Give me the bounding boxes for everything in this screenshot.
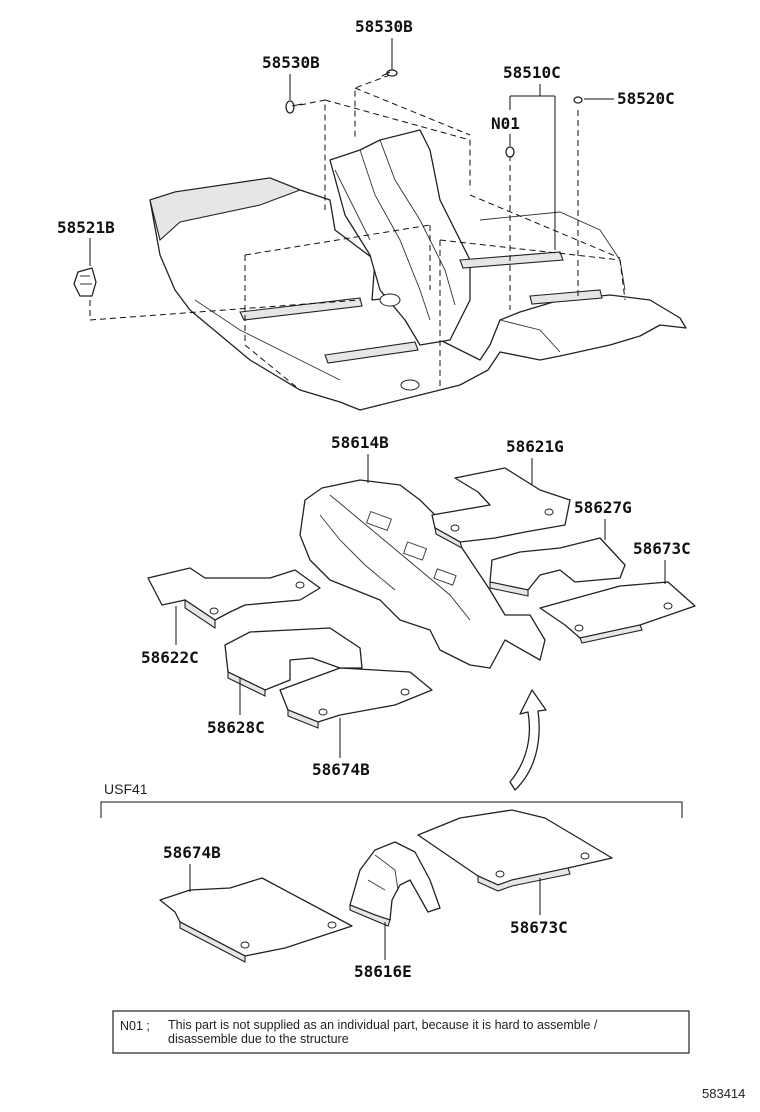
label-58521B: 58521B	[57, 218, 115, 237]
note-code: N01 ;	[120, 1019, 150, 1033]
label-58628C: 58628C	[207, 718, 265, 737]
note-line-1: This part is not supplied as an individu…	[168, 1018, 598, 1032]
clip-58530B-left	[285, 100, 303, 114]
label-58510C: 58510C	[503, 63, 561, 82]
lower-callouts: 58674B 58673C 58616E	[163, 843, 568, 981]
clip-58521B	[73, 267, 97, 297]
middle-callouts: 58614B 58621G 58627G 58673C 58622C 58628…	[141, 433, 691, 779]
clip-N01	[505, 146, 515, 158]
floor-carpet-assembly	[149, 129, 687, 411]
assembly-dashed-lines	[89, 74, 626, 391]
label-58622C: 58622C	[141, 648, 199, 667]
variant-bracket	[100, 801, 683, 818]
usf41-variant-section: USF41	[100, 781, 683, 963]
curved-arrow-icon	[509, 689, 547, 791]
note-line-2: disassemble due to the structure	[168, 1032, 349, 1046]
variant-label: USF41	[104, 781, 148, 797]
illustration-number: 583414	[702, 1086, 745, 1101]
label-58530B-top: 58530B	[355, 17, 413, 36]
clip-58530B-top	[381, 69, 398, 77]
floor-silencer-pads	[147, 467, 696, 729]
note-box: N01 ; This part is not supplied as an in…	[112, 1010, 690, 1054]
label-58616E: 58616E	[354, 962, 412, 981]
label-58673C-lower: 58673C	[510, 918, 568, 937]
fasteners	[73, 69, 583, 297]
label-58614B: 58614B	[331, 433, 389, 452]
label-N01: N01	[491, 114, 520, 133]
label-58673C: 58673C	[633, 539, 691, 558]
label-58627G: 58627G	[574, 498, 632, 517]
label-58674B-lower: 58674B	[163, 843, 221, 862]
label-58530B-left: 58530B	[262, 53, 320, 72]
label-58621G: 58621G	[506, 437, 564, 456]
upper-callouts: 58530B 58530B 58510C N01 58520C 58521B	[57, 17, 675, 266]
clip-58520C	[573, 96, 583, 104]
label-58674B: 58674B	[312, 760, 370, 779]
label-58520C: 58520C	[617, 89, 675, 108]
